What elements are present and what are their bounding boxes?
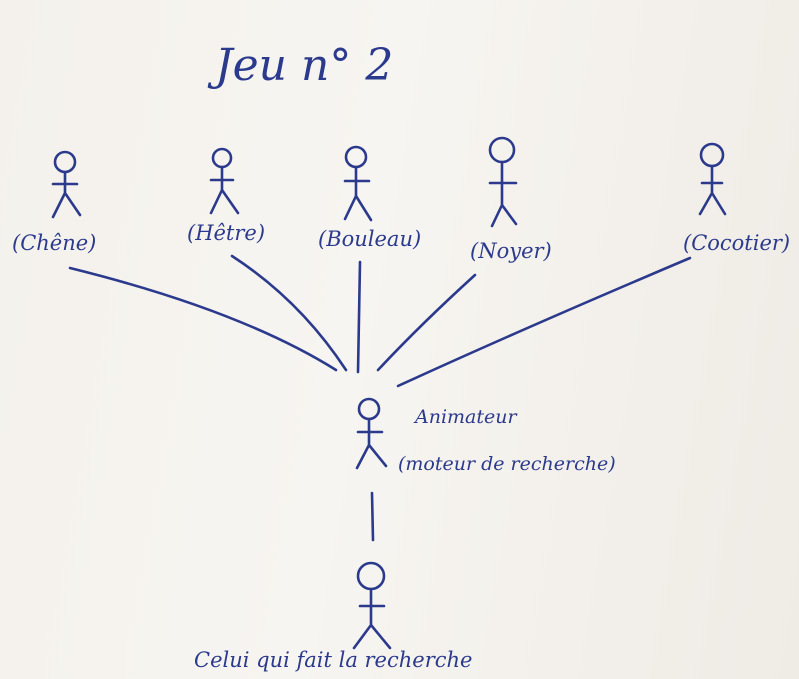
seeker-label: Celui qui fait la recherche — [194, 648, 472, 672]
animator-role: (moteur de recherche) — [398, 453, 616, 475]
figure-animator — [355, 397, 388, 470]
figure-cocotier — [698, 142, 727, 216]
edge-animator-seeker — [370, 491, 375, 542]
figure-bouleau — [343, 145, 373, 222]
label-bouleau: (Bouleau) — [318, 227, 421, 251]
animator-name: Animateur — [413, 406, 518, 428]
figure-hetre — [209, 147, 240, 215]
figure-chene — [51, 150, 82, 219]
figure-seeker — [352, 561, 392, 650]
edge-chene-animator — [68, 266, 338, 372]
edge-noyer-animator — [376, 273, 477, 372]
label-hetre: (Hêtre) — [187, 221, 265, 245]
label-noyer: (Noyer) — [470, 239, 552, 263]
edge-hetre-animator — [230, 254, 348, 372]
label-chene: (Chêne) — [12, 231, 96, 255]
label-cocotier: (Cocotier) — [683, 231, 790, 255]
edge-bouleau-animator — [356, 260, 362, 374]
diagram-title: Jeu n° 2 — [207, 40, 393, 91]
figure-noyer — [488, 136, 518, 228]
edge-cocotier-animator — [396, 256, 692, 388]
